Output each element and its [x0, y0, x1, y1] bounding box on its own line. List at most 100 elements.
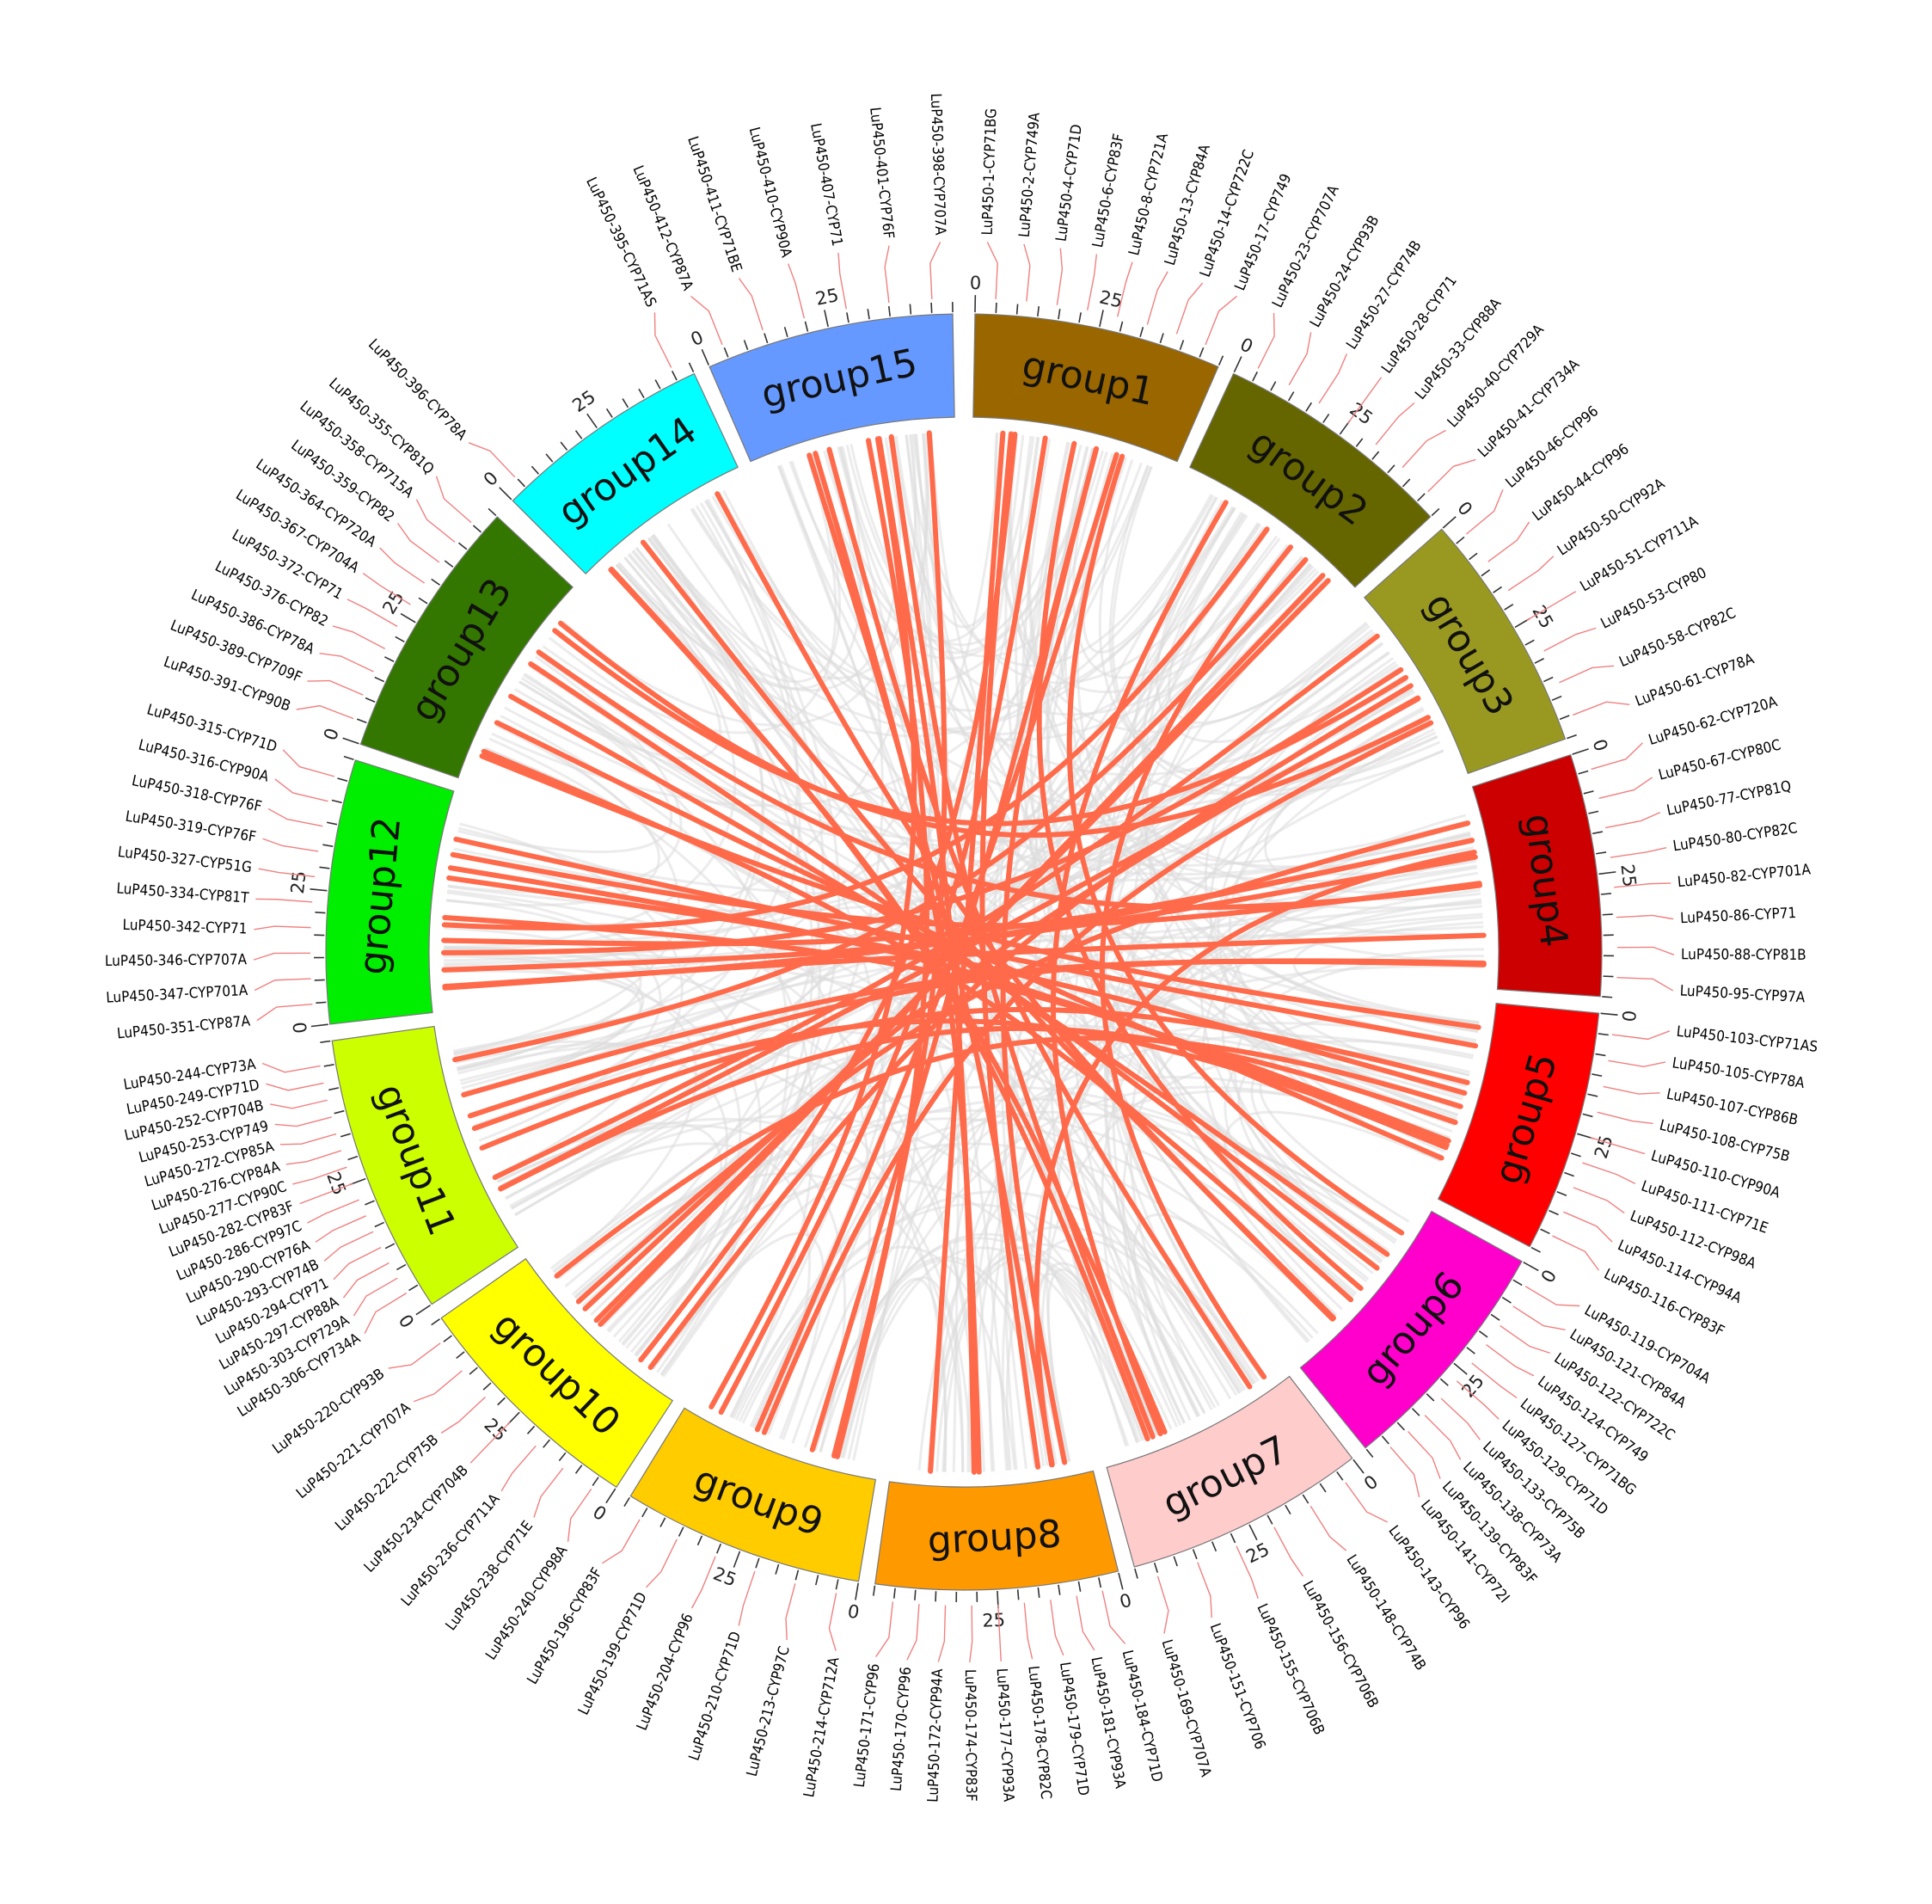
gene-label: LuP450-372-CYP71 — [229, 526, 346, 603]
tick-mark — [715, 1543, 722, 1554]
gene-leader-line — [1117, 261, 1133, 317]
tick-label: 0 — [846, 1600, 861, 1623]
gene-leader-line — [282, 749, 335, 777]
tick-mark — [1512, 1279, 1523, 1287]
tick-label: 0 — [1537, 1267, 1561, 1287]
gene-label: LuP450-8-CYP721A — [1125, 131, 1172, 257]
tick-mark — [472, 525, 482, 533]
tick-mark — [431, 1318, 441, 1326]
synteny-link — [444, 556, 737, 949]
tick-label: 0 — [1453, 498, 1476, 520]
tick-mark — [1417, 493, 1426, 502]
gene-leader-line — [884, 245, 890, 304]
tick-mark — [794, 1569, 800, 1581]
gene-label: LuP450-410-CYP90A — [745, 126, 795, 260]
gene-leader-line — [1087, 254, 1098, 310]
gene-leader-line — [323, 1231, 374, 1262]
tick-mark — [499, 487, 512, 501]
tick-mark — [1466, 1347, 1475, 1354]
synteny-link — [542, 455, 837, 734]
gene-label: LuP450-1-CYP71BG — [979, 108, 1001, 236]
gene-leader-line — [255, 898, 313, 903]
tick-mark — [1570, 1152, 1581, 1158]
gene-leader-line — [1487, 521, 1530, 562]
tick-mark — [764, 333, 769, 344]
gene-label: LuP450-210-CYP71D — [686, 1630, 745, 1763]
tick-label: 25 — [710, 1563, 739, 1591]
tick-mark — [488, 507, 497, 517]
gene-leader-line — [440, 1397, 486, 1434]
tick-mark — [1217, 355, 1224, 366]
gene-leader-line — [788, 263, 806, 319]
gene-leader-line — [315, 1215, 366, 1243]
gene-leader-line — [1375, 402, 1415, 445]
tick-mark — [1016, 1589, 1020, 1600]
tick-mark — [356, 718, 367, 724]
tick-label: 25 — [1243, 1539, 1273, 1567]
gene-leader-line — [1559, 665, 1615, 684]
gene-leader-line — [1197, 1562, 1212, 1618]
gene-label: LuP450-171-CYP96 — [851, 1662, 884, 1788]
tick-mark — [605, 408, 613, 418]
duplication-link — [888, 433, 1156, 1440]
tick-mark — [775, 1563, 780, 1575]
tick-mark — [574, 1465, 583, 1474]
tick-mark — [743, 340, 749, 351]
gene-leader-line — [1486, 1343, 1535, 1377]
tick-mark — [328, 1087, 340, 1091]
tick-mark — [696, 1535, 703, 1546]
tick-mark — [1355, 438, 1364, 447]
gene-leader-line — [828, 1593, 837, 1651]
tick-mark — [892, 1588, 896, 1599]
gene-leader-line — [307, 679, 364, 696]
tick-label: 25 — [1097, 286, 1124, 311]
tick-mark — [1179, 340, 1185, 351]
gene-leader-line — [1056, 248, 1064, 305]
tick-mark — [560, 441, 568, 451]
duplication-link — [492, 633, 1380, 1181]
tick-mark — [623, 1496, 630, 1508]
tick-mark — [1352, 1459, 1365, 1474]
tick-mark — [1442, 516, 1457, 529]
tick-mark — [497, 1397, 506, 1406]
tick-label: 25 — [982, 1610, 1006, 1631]
tick-mark — [1602, 913, 1613, 916]
gene-leader-line — [379, 547, 426, 584]
tick-mark — [1556, 1190, 1567, 1196]
gene-leader-line — [347, 599, 398, 627]
synteny-link — [1168, 513, 1374, 724]
gene-leader-line — [353, 1277, 398, 1317]
tick-mark — [1099, 310, 1104, 328]
gene-leader-line — [332, 625, 386, 650]
tick-mark — [1058, 1584, 1061, 1595]
tick-mark — [1426, 1393, 1435, 1402]
gene-leader-line — [690, 1556, 716, 1609]
tick-mark — [1322, 414, 1330, 423]
tick-mark — [1192, 1549, 1198, 1560]
tick-label: 25 — [1346, 399, 1377, 429]
tick-mark — [1523, 1261, 1539, 1272]
gene-label: LuP450-214-CYP712A — [800, 1655, 843, 1799]
duplication-link — [1036, 440, 1364, 1292]
gene-leader-line — [1608, 1059, 1666, 1068]
gene-leader-line — [567, 1488, 592, 1542]
tick-mark — [320, 1040, 331, 1044]
tick-mark — [331, 799, 342, 804]
tick-mark — [316, 1001, 327, 1004]
gene-leader-line — [266, 1082, 324, 1091]
gene-leader-line — [1347, 377, 1383, 424]
tick-mark — [418, 597, 428, 605]
tick-label: 0 — [688, 327, 707, 350]
tick-mark — [374, 1221, 385, 1228]
tick-mark — [1543, 676, 1554, 683]
tick-mark — [1371, 451, 1380, 460]
tick-mark — [855, 1582, 859, 1600]
synteny-link — [560, 433, 917, 727]
tick-label: 0 — [1118, 1590, 1134, 1613]
tick-mark — [347, 1155, 359, 1161]
group12-segment — [325, 759, 455, 1025]
tick-mark — [1504, 603, 1514, 611]
tick-mark — [678, 1526, 684, 1537]
group5-segment — [1437, 1002, 1600, 1248]
gene-label: LuP450-4-CYP71D — [1052, 123, 1085, 243]
